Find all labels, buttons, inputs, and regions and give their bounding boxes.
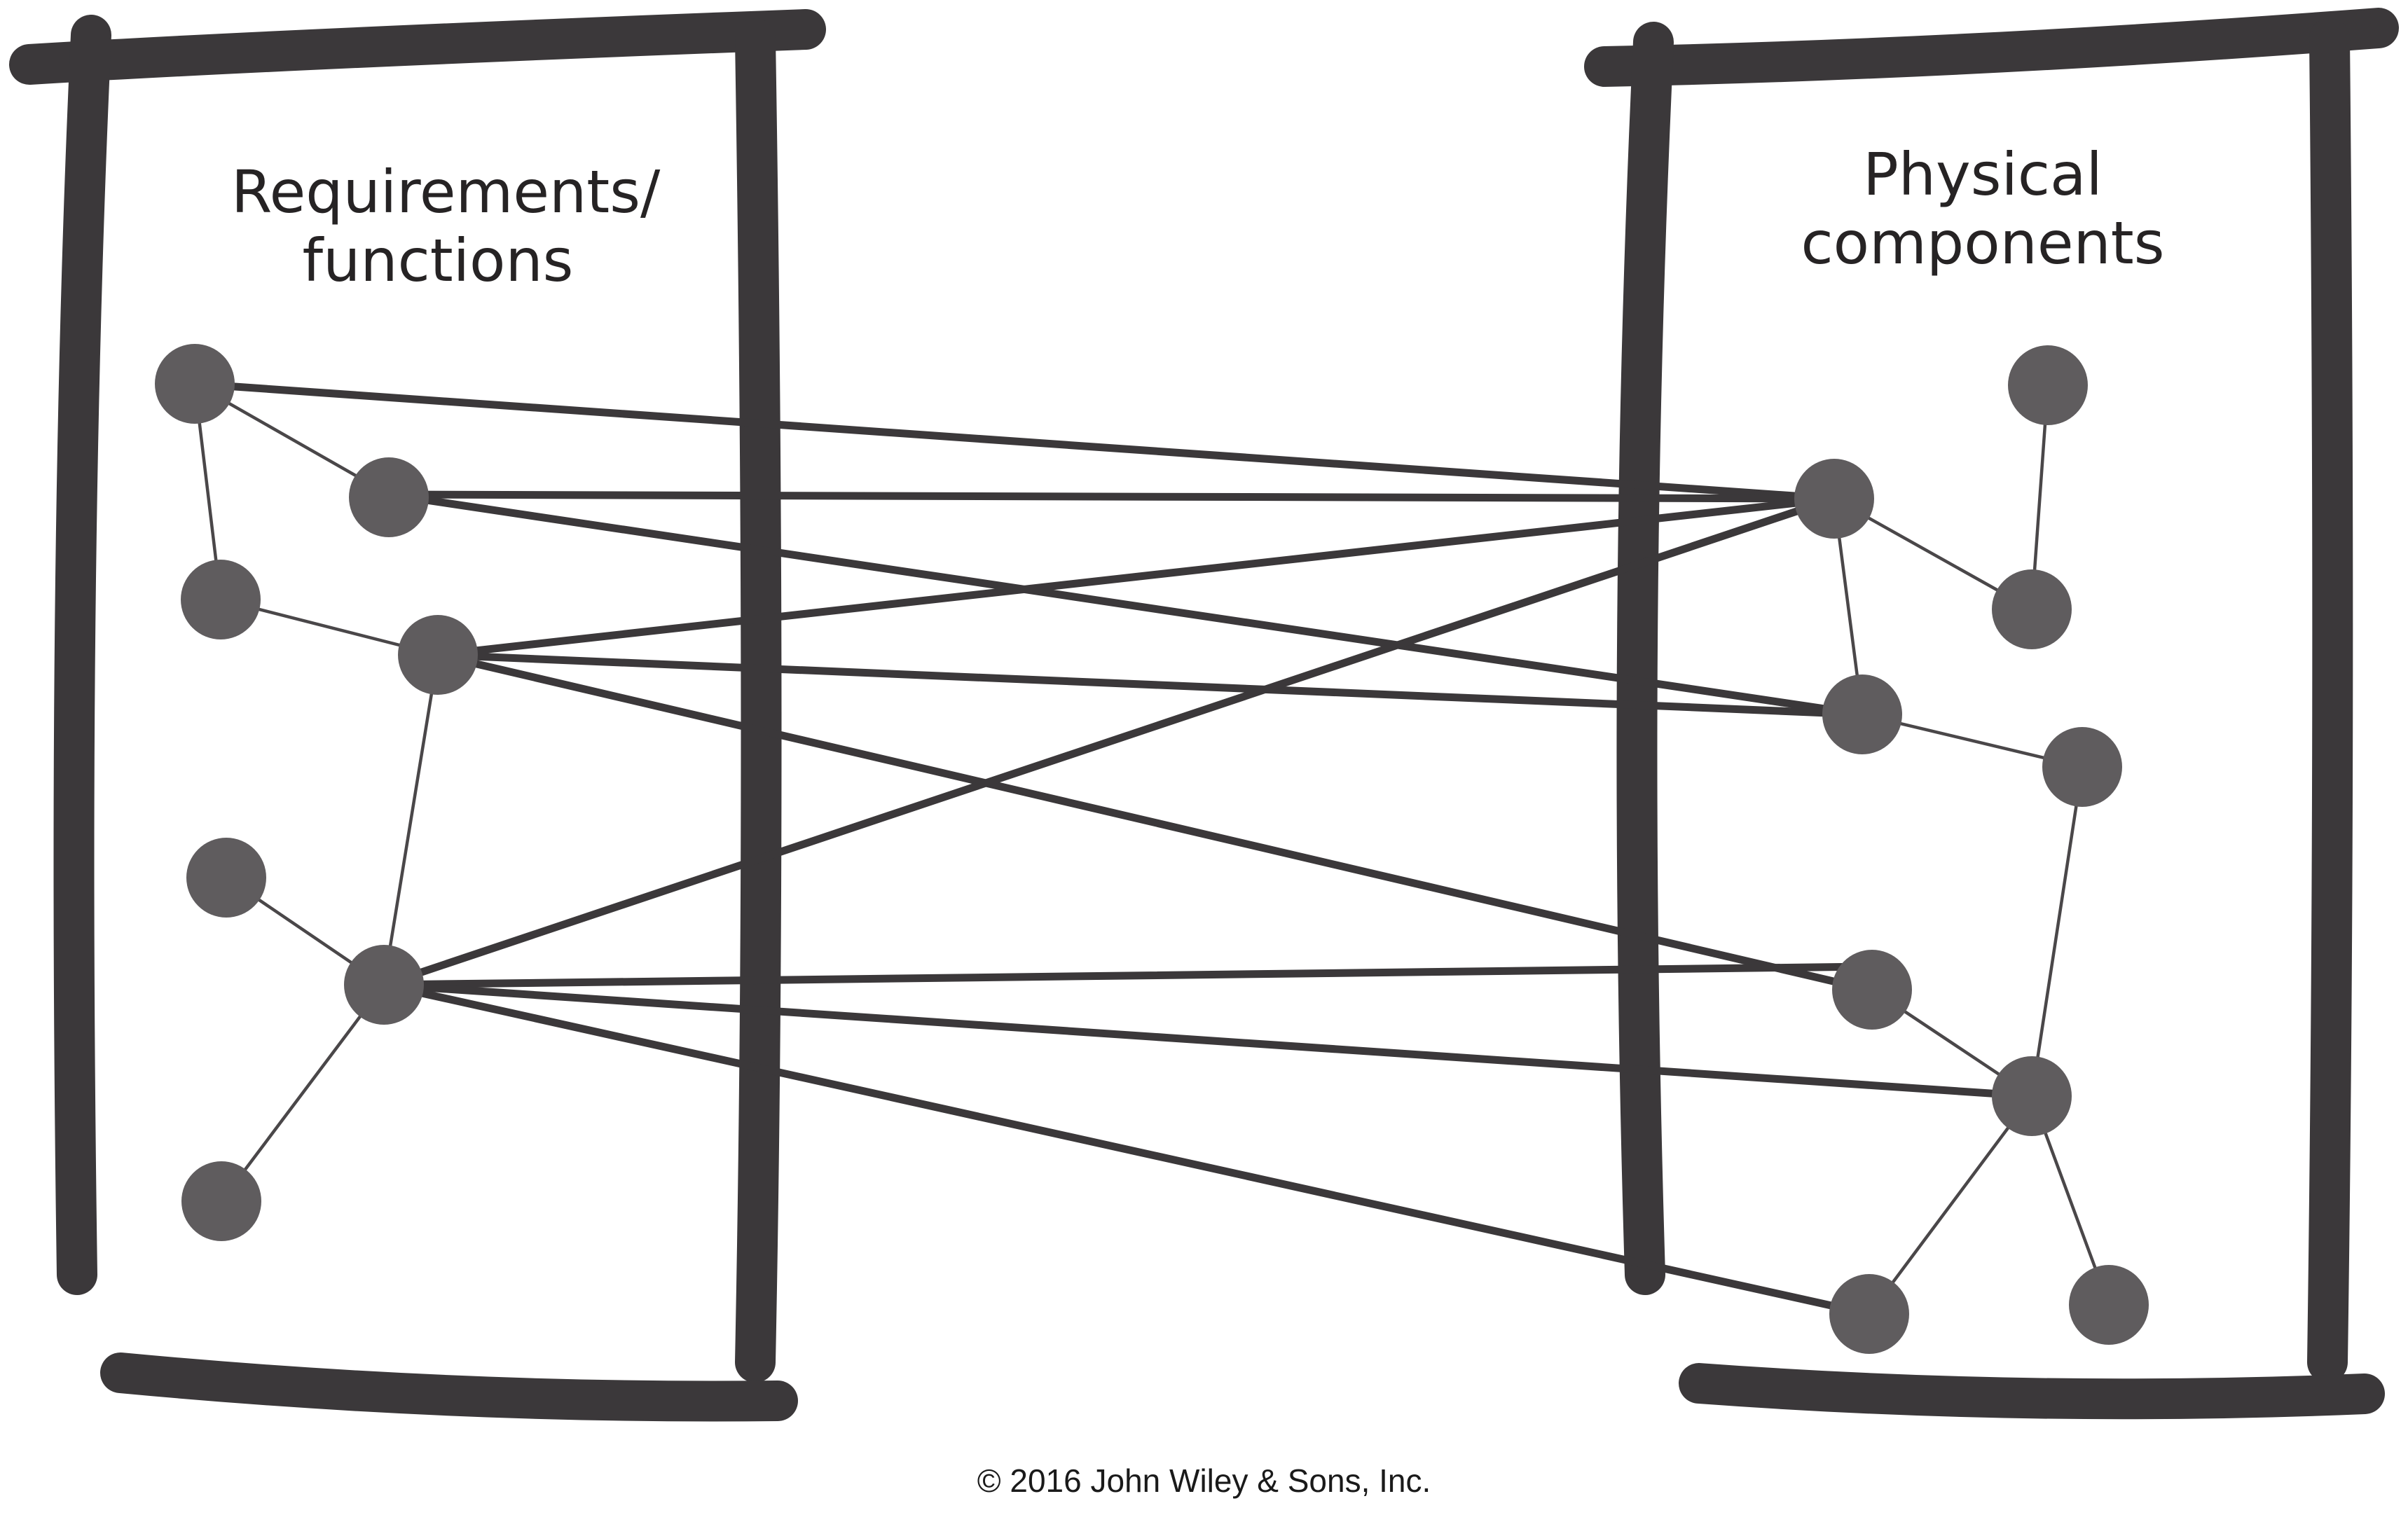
left-box-top-edge <box>9 9 826 85</box>
right-node-3 <box>1992 569 2072 649</box>
left-edge-6-7 <box>219 983 386 1203</box>
link-l6-r6 <box>380 962 1873 989</box>
right-node-4 <box>1822 674 1902 754</box>
left-node-1 <box>155 344 235 424</box>
copyright-notice: © 2016 John Wiley & Sons, Inc. <box>977 1462 1431 1499</box>
right-node-8 <box>1829 1274 1909 1354</box>
right-node-5 <box>2042 727 2122 807</box>
left-node-5 <box>186 838 266 918</box>
left-edge-4-6 <box>382 653 440 987</box>
link-l4-r6 <box>434 651 1873 994</box>
right-node-6 <box>1832 950 1912 1030</box>
right-edge-7-8 <box>1867 1094 2034 1316</box>
right-node-7 <box>1992 1056 2072 1136</box>
left-box-bottom-edge <box>100 1352 798 1422</box>
right-nodes <box>1794 345 2149 1354</box>
link-l6-r7 <box>380 981 2036 1100</box>
link-l2-r2 <box>385 490 1838 503</box>
link-l6-r8 <box>380 981 1873 1318</box>
right-node-9 <box>2069 1265 2149 1345</box>
left-node-7 <box>181 1161 261 1241</box>
right-box-top-edge <box>1584 8 2399 87</box>
left-nodes <box>155 344 478 1241</box>
right-box-frame <box>1584 8 2399 1420</box>
left-node-2 <box>349 457 429 537</box>
right-internal-links <box>1832 383 2111 1316</box>
left-box-left-edge <box>53 15 111 1295</box>
left-node-4 <box>398 615 478 695</box>
left-box-frame <box>9 9 826 1422</box>
right-label-line1: Physical <box>1863 140 2103 209</box>
right-box-bottom-edge <box>1679 1363 2385 1420</box>
left-node-3 <box>181 560 261 639</box>
requirements-functions-label: Requirements/ functions <box>231 158 661 295</box>
right-label-line2: components <box>1801 209 2165 277</box>
right-box-right-edge <box>2307 18 2353 1383</box>
right-edge-5-7 <box>2030 765 2084 1098</box>
left-label-line1: Requirements/ <box>231 158 661 226</box>
right-node-1 <box>2008 345 2088 425</box>
link-l1-r2 <box>191 380 1838 503</box>
cross-links <box>191 380 2036 1318</box>
link-l6-r2 <box>380 494 1838 989</box>
link-l2-r4 <box>385 490 1866 719</box>
left-box-right-edge <box>735 18 782 1383</box>
right-node-2 <box>1794 459 1874 539</box>
link-l4-r2 <box>434 494 1838 659</box>
left-node-6 <box>344 945 424 1025</box>
physical-components-label: Physical components <box>1773 140 2193 277</box>
link-l4-r4 <box>434 651 1866 719</box>
left-label-line2: functions <box>302 226 574 295</box>
right-box-left-edge <box>1616 22 1674 1295</box>
